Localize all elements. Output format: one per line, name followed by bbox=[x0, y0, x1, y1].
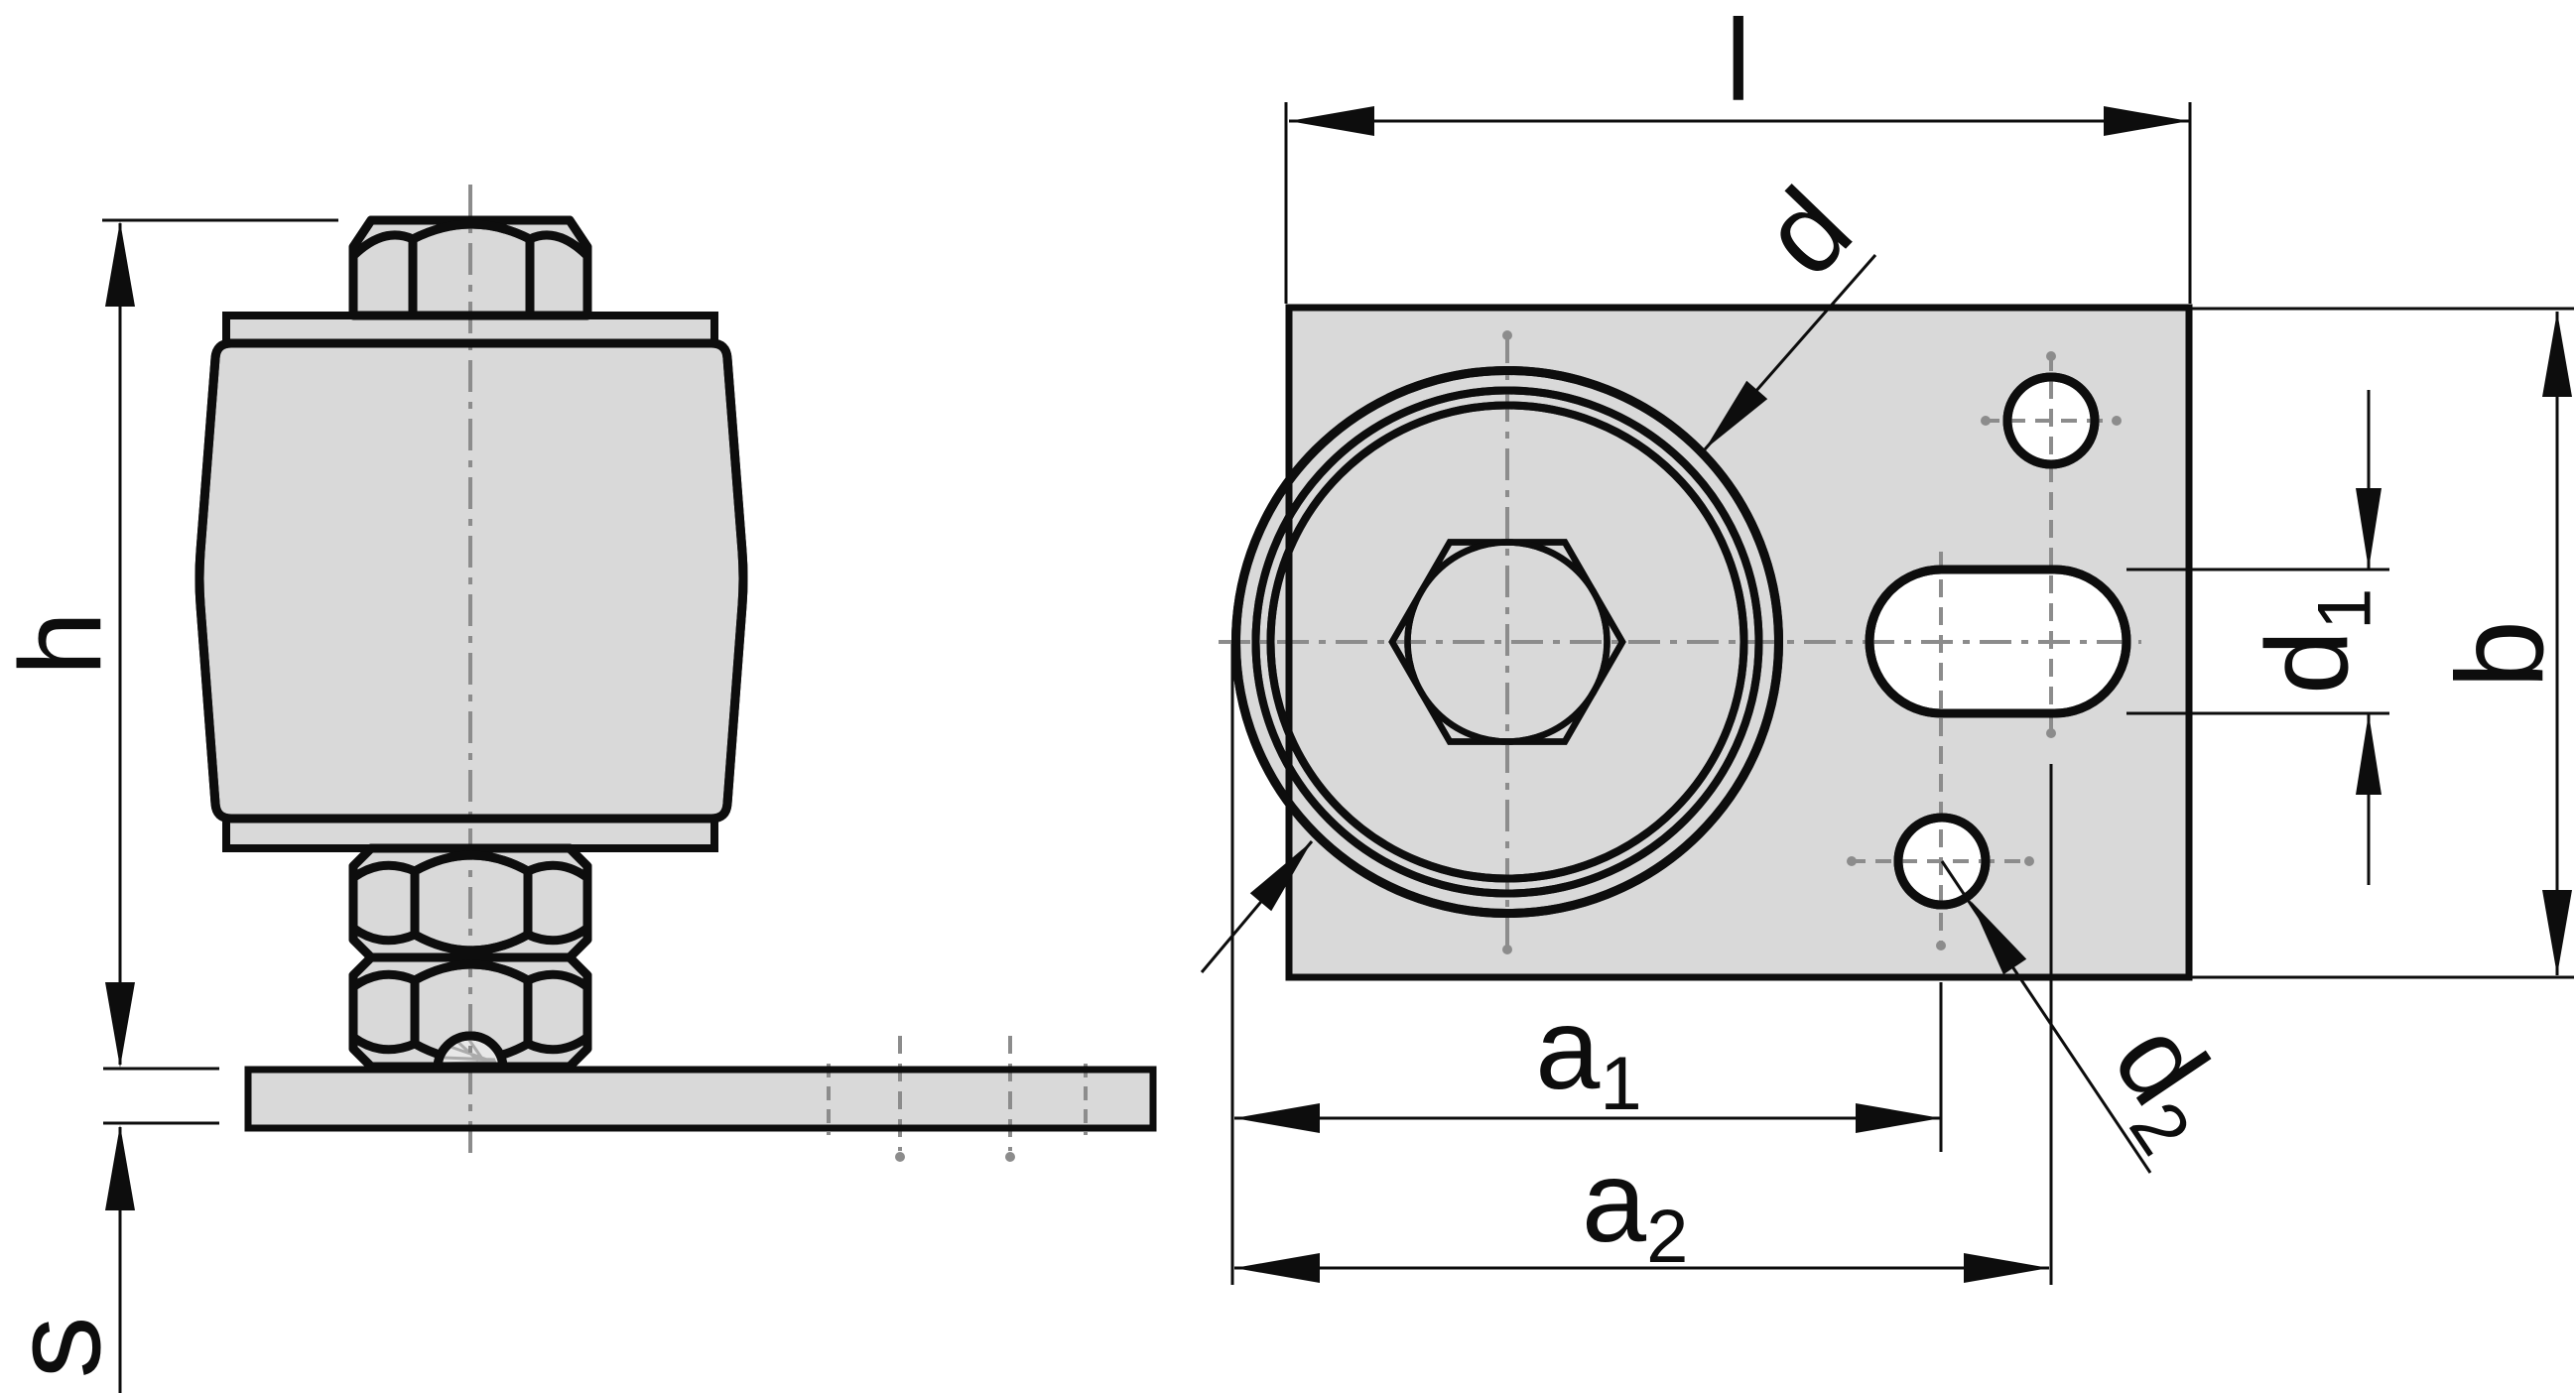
svg-text:a1: a1 bbox=[1535, 983, 1641, 1126]
svg-text:h: h bbox=[0, 611, 125, 676]
svg-text:b: b bbox=[2432, 620, 2569, 689]
svg-text:s: s bbox=[0, 1317, 127, 1379]
svg-text:a2: a2 bbox=[1582, 1136, 1688, 1279]
svg-text:l: l bbox=[1726, 0, 1751, 125]
